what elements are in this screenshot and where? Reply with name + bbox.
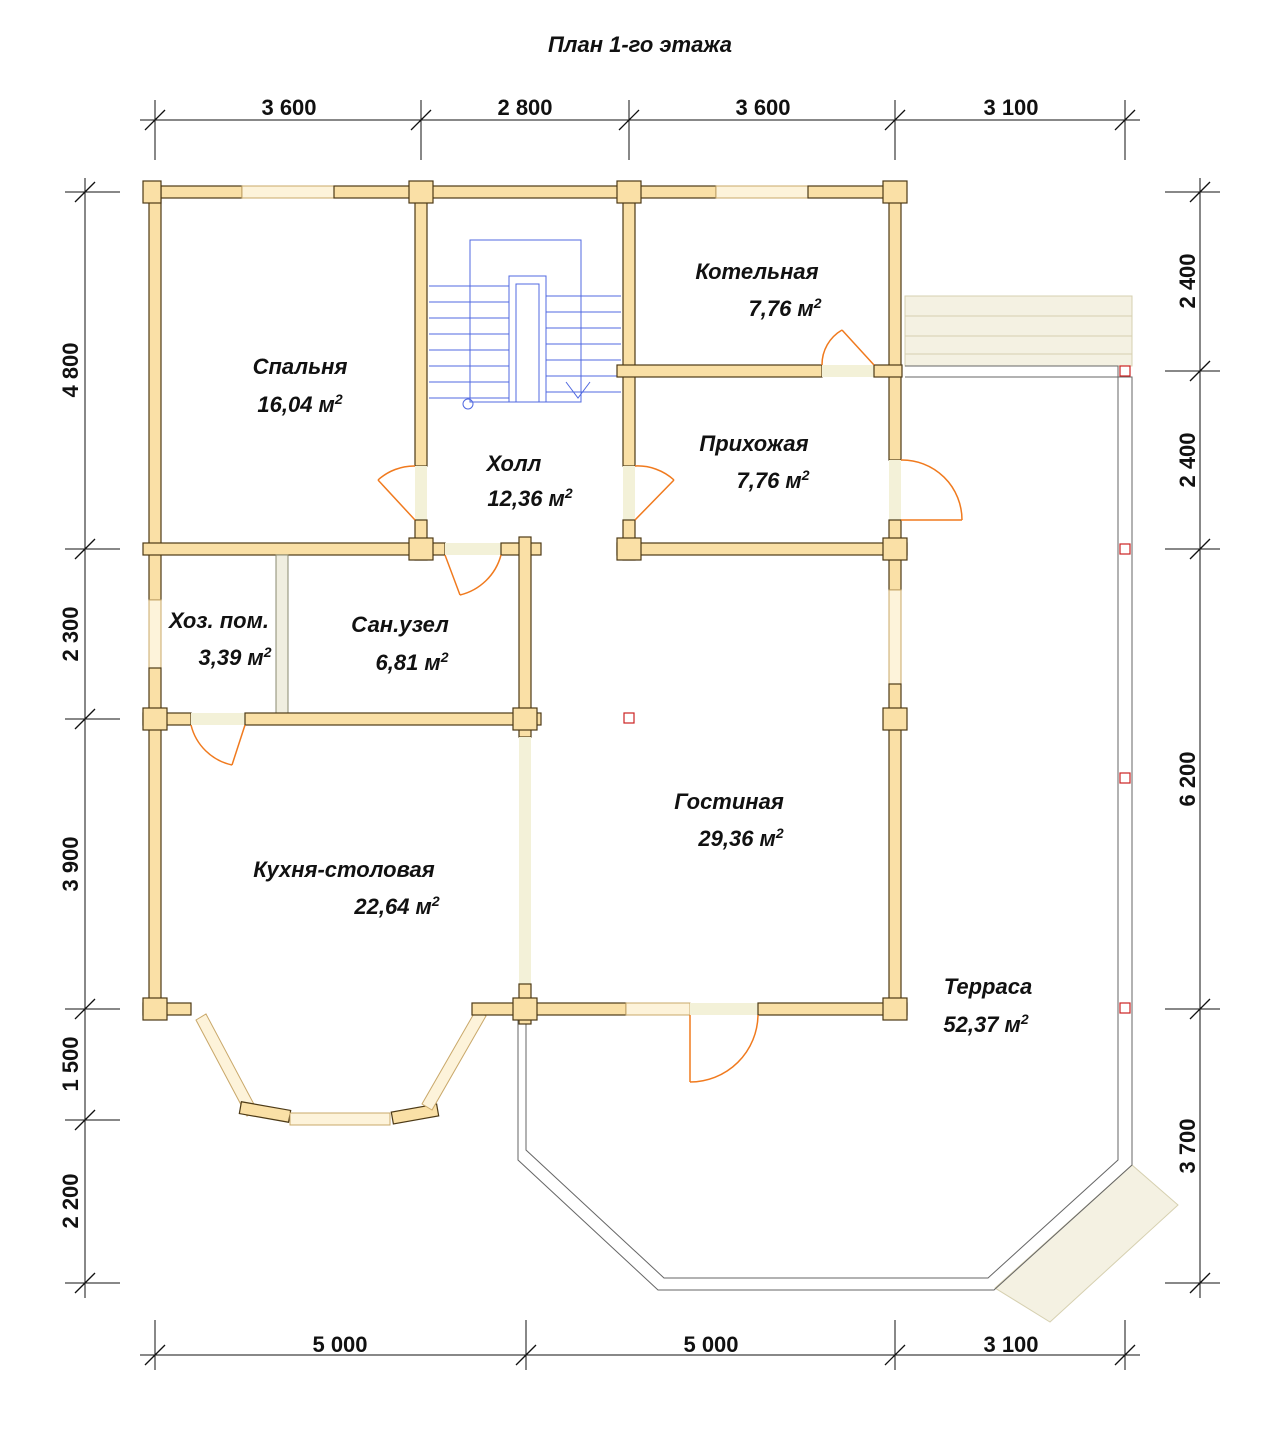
doors: [190, 329, 963, 1083]
window: [241, 185, 335, 199]
terrace-post: [1119, 772, 1131, 784]
dim-bottom-3: 3 100: [983, 1332, 1038, 1357]
terrace-post: [1119, 365, 1131, 377]
room-area-utility: 3,39 м2: [198, 644, 271, 670]
room-name-living: Гостиная: [674, 789, 784, 814]
window: [289, 1112, 391, 1126]
dim-right-3: 6 200: [1175, 751, 1200, 806]
room-name-hall: Холл: [485, 451, 542, 476]
door-swing: [377, 465, 416, 481]
dim-left-3: 3 900: [58, 836, 83, 891]
walls: [142, 180, 908, 1126]
room-area-entry: 7,76 м2: [736, 467, 809, 493]
staircase: [429, 239, 621, 410]
room-area-boiler: 7,76 м2: [748, 295, 821, 321]
window: [625, 1002, 691, 1016]
room-name-entry: Прихожая: [699, 431, 808, 456]
window: [715, 185, 809, 199]
door-swing: [459, 554, 502, 596]
terrace-outline: [517, 295, 1179, 1323]
room-area-living: 29,36 м2: [697, 825, 783, 851]
room-area-bathroom: 6,81 м2: [375, 649, 448, 675]
dimension-lines: [65, 100, 1220, 1370]
dim-right-2: 2 400: [1175, 432, 1200, 487]
window: [421, 1009, 487, 1111]
room-name-boiler: Котельная: [695, 259, 818, 284]
dim-left-2: 2 300: [58, 606, 83, 661]
dim-left-4: 1 500: [58, 1036, 83, 1091]
room-name-utility: Хоз. пом.: [167, 608, 269, 633]
room-labels: Спальня 16,04 м2 Холл 12,36 м2 Котельная…: [167, 259, 1032, 1037]
dim-top-4: 3 100: [983, 95, 1038, 120]
terrace-post: [1119, 1002, 1131, 1014]
dim-left-1: 4 800: [58, 342, 83, 397]
interior-post: [623, 712, 635, 724]
door-swing: [821, 329, 843, 366]
dim-bottom-2: 5 000: [683, 1332, 738, 1357]
door-swing: [689, 1014, 759, 1083]
room-name-kitchen: Кухня-столовая: [253, 857, 435, 882]
door-swing: [900, 459, 963, 521]
dim-top-3: 3 600: [735, 95, 790, 120]
terrace-post: [1119, 543, 1131, 555]
window: [148, 599, 162, 669]
terrace-steps-top: [904, 295, 1133, 367]
dim-bottom-1: 5 000: [312, 1332, 367, 1357]
dim-top-1: 3 600: [261, 95, 316, 120]
terrace-steps-corner: [994, 1164, 1179, 1323]
dim-right-4: 3 700: [1175, 1118, 1200, 1173]
door-swing: [190, 724, 233, 766]
room-area-kitchen: 22,64 м2: [353, 893, 439, 919]
door-swing: [634, 465, 675, 481]
room-name-bathroom: Сан.узел: [351, 612, 449, 637]
room-area-hall: 12,36 м2: [487, 485, 572, 511]
room-area-bedroom: 16,04 м2: [257, 391, 342, 417]
window: [888, 589, 902, 685]
room-name-bedroom: Спальня: [253, 354, 348, 379]
dim-left-5: 2 200: [58, 1173, 83, 1228]
window: [195, 1013, 258, 1117]
dim-right-1: 2 400: [1175, 253, 1200, 308]
plan-title: План 1-го этажа: [548, 32, 732, 57]
room-name-terrace: Терраса: [944, 974, 1032, 999]
dimension-labels: 3 600 2 800 3 600 3 100 5 000 5 000 3 10…: [58, 95, 1200, 1357]
room-area-terrace: 52,37 м2: [943, 1011, 1028, 1037]
dim-top-2: 2 800: [497, 95, 552, 120]
